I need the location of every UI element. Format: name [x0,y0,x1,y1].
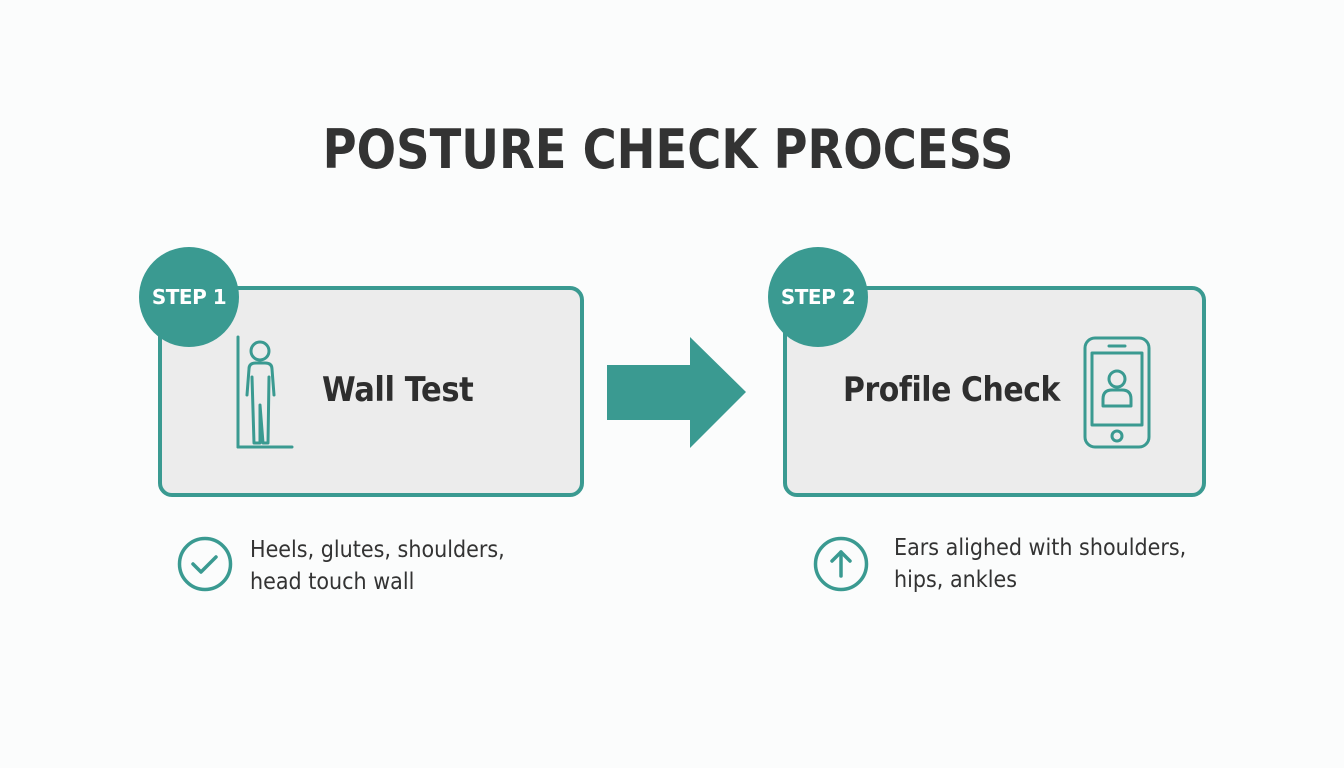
step-1-note: Heels, glutes, shoulders, head touch wal… [250,534,505,598]
step-2-title: Profile Check [843,370,1060,410]
diagram-title: POSTURE CHECK PROCESS [322,118,1014,181]
check-circle-icon [177,536,233,592]
step-2-badge: STEP 2 [768,247,868,347]
step-2-note: Ears alighed with shoulders, hips, ankle… [894,532,1186,596]
smartphone-profile-icon [1083,336,1151,449]
step-1-note-line-2: head touch wall [250,569,415,595]
person-against-wall-icon [236,335,294,449]
arrow-right-icon [607,337,746,448]
step-2-note-line-2: hips, ankles [894,567,1018,593]
arrow-up-circle-icon [813,536,869,592]
step-1-note-line-1: Heels, glutes, shoulders, [250,537,505,563]
step-1-badge: STEP 1 [139,247,239,347]
step-1-title: Wall Test [322,370,474,410]
step-2-note-line-1: Ears alighed with shoulders, [894,535,1187,561]
